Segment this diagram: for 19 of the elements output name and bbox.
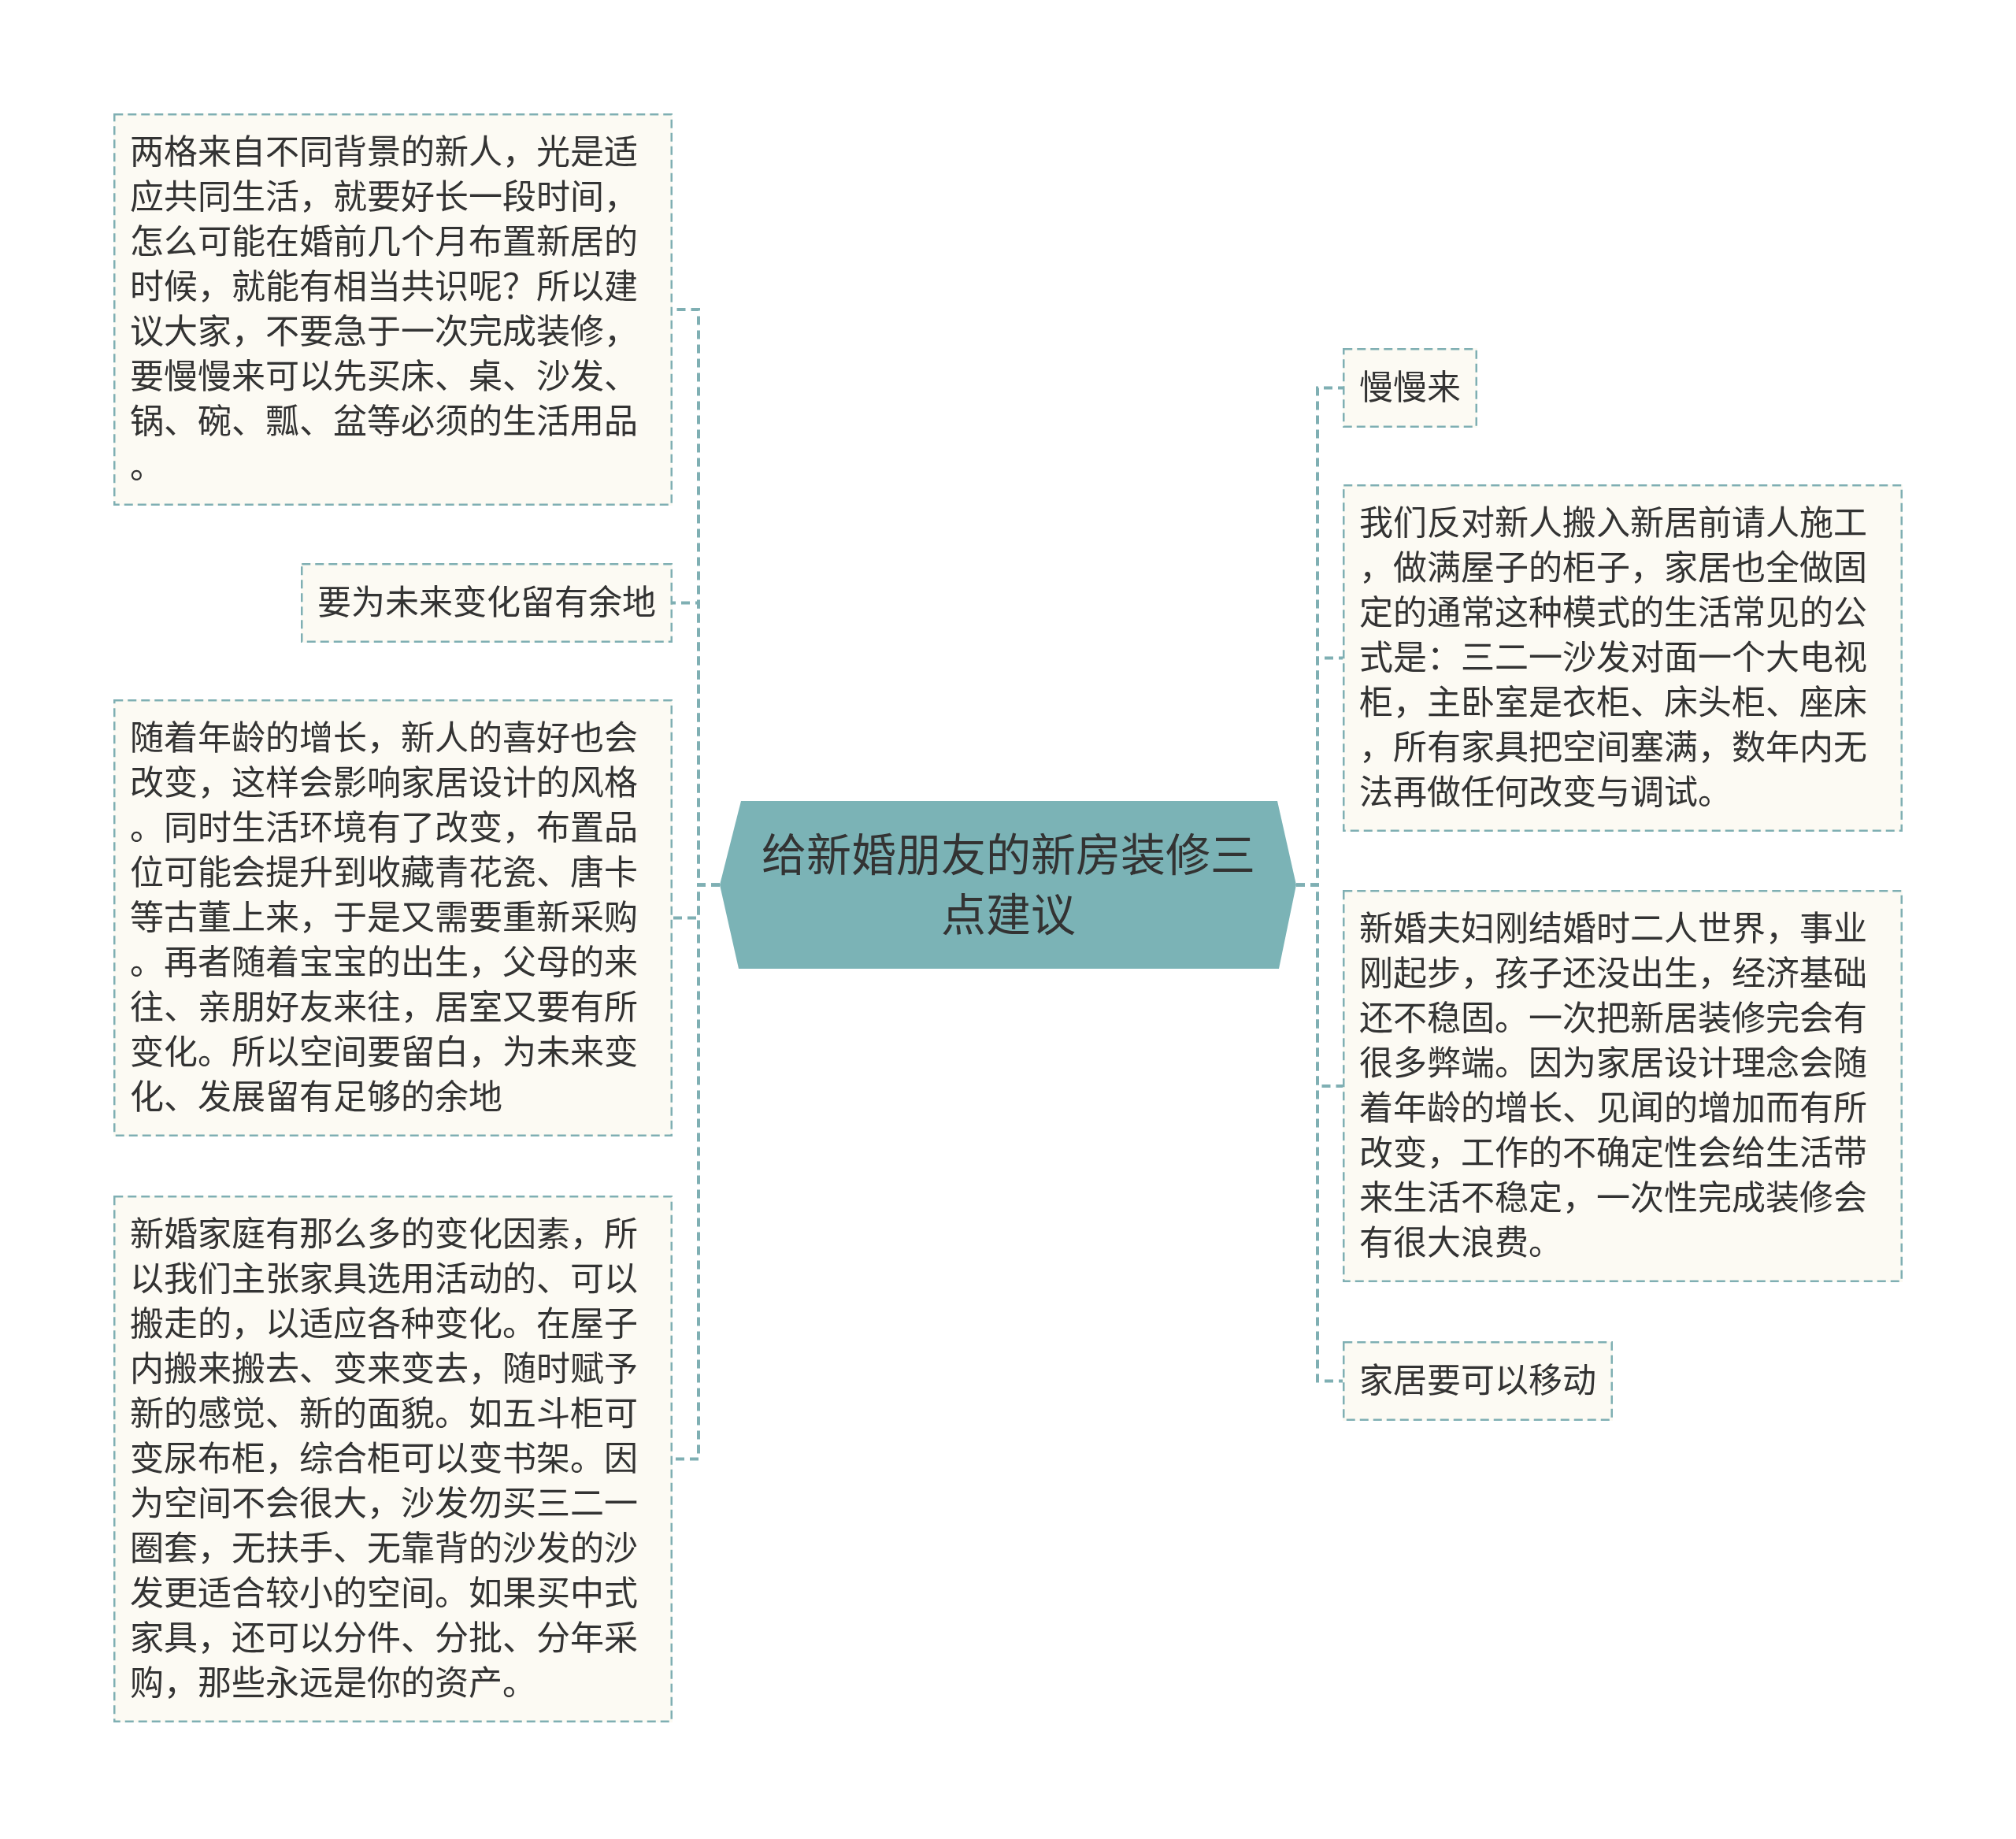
branch-card (301, 563, 673, 643)
note-card (113, 113, 673, 506)
branch-label: 慢慢来 (1359, 367, 1461, 409)
note-text: 新婚家庭有那么多的变化因素，所以我们主张家具选用活动的、可以搬走的，以适应各种变化。在屋子内搬来搬去、变来变去，随时赋予新的感觉、新的面貌。如五斗柜可变尿布柜，综合柜可以变书架。因为空间不会很大，沙发勿买三二一圈套，无扶手、无靠背的沙发的沙发更适合较小的空间。如果买中式家具，还可以分件、分批、分年采购，那些永远是你的资产。 (130, 1214, 639, 1704)
branch-label: 家居要可以移动 (1359, 1360, 1596, 1402)
note-card (1343, 484, 1903, 832)
note-card (113, 699, 673, 1136)
connector-line (1296, 883, 1343, 1383)
note-card (1343, 890, 1903, 1282)
branch-label: 要为未来变化留有余地 (317, 582, 656, 624)
note-text: 随着年龄的增长，新人的喜好也会改变，这样会影响家居设计的风格。同时生活环境有了改变，布置品位可能会提升到收藏青花瓷、唐卡等古董上来，于是又需要重新采购。再者随着宝宝的出生，父母的来往、亲朋好友来往，居室又要有所变化。所以空间要留白，为未来变化、发展留有足够的余地 (130, 717, 639, 1118)
note-card (113, 1196, 673, 1722)
topic-title: 给新婚朋友的新房装修三点建议 (760, 828, 1256, 943)
note-text: 两格来自不同背景的新人，光是适应共同生活，就要好长一段时间，怎么可能在婚前几个月布置新居的时候，就能有相当共识呢？所以建议大家，不要急于一次完成装修，要慢慢来可以先买床、桌、沙发、锅、碗、瓢、盆等必须的生活用品。 (130, 132, 639, 488)
topic-hexagon (720, 801, 1296, 969)
branch-card (1343, 1341, 1613, 1421)
branch-card (1343, 348, 1477, 428)
note-text: 我们反对新人搬入新居前请人施工，做满屋子的柜子，家居也全做固定的通常这种模式的生活常见的公式是：三二一沙发对面一个大电视柜，主卧室是衣柜、床头柜、座床，所有家具把空间塞满，数年内无法再做任何改变与调试。 (1359, 502, 1868, 814)
note-text: 新婚夫妇刚结婚时二人世界，事业刚起步，孩子还没出生，经济基础还不稳固。一次把新居装修完会有很多弊端。因为家居设计理念会随着年龄的增长、见闻的增加而有所改变，工作的不确定性会给生活带来生活不稳定，一次性完成装修会有很大浪费。 (1359, 908, 1868, 1264)
